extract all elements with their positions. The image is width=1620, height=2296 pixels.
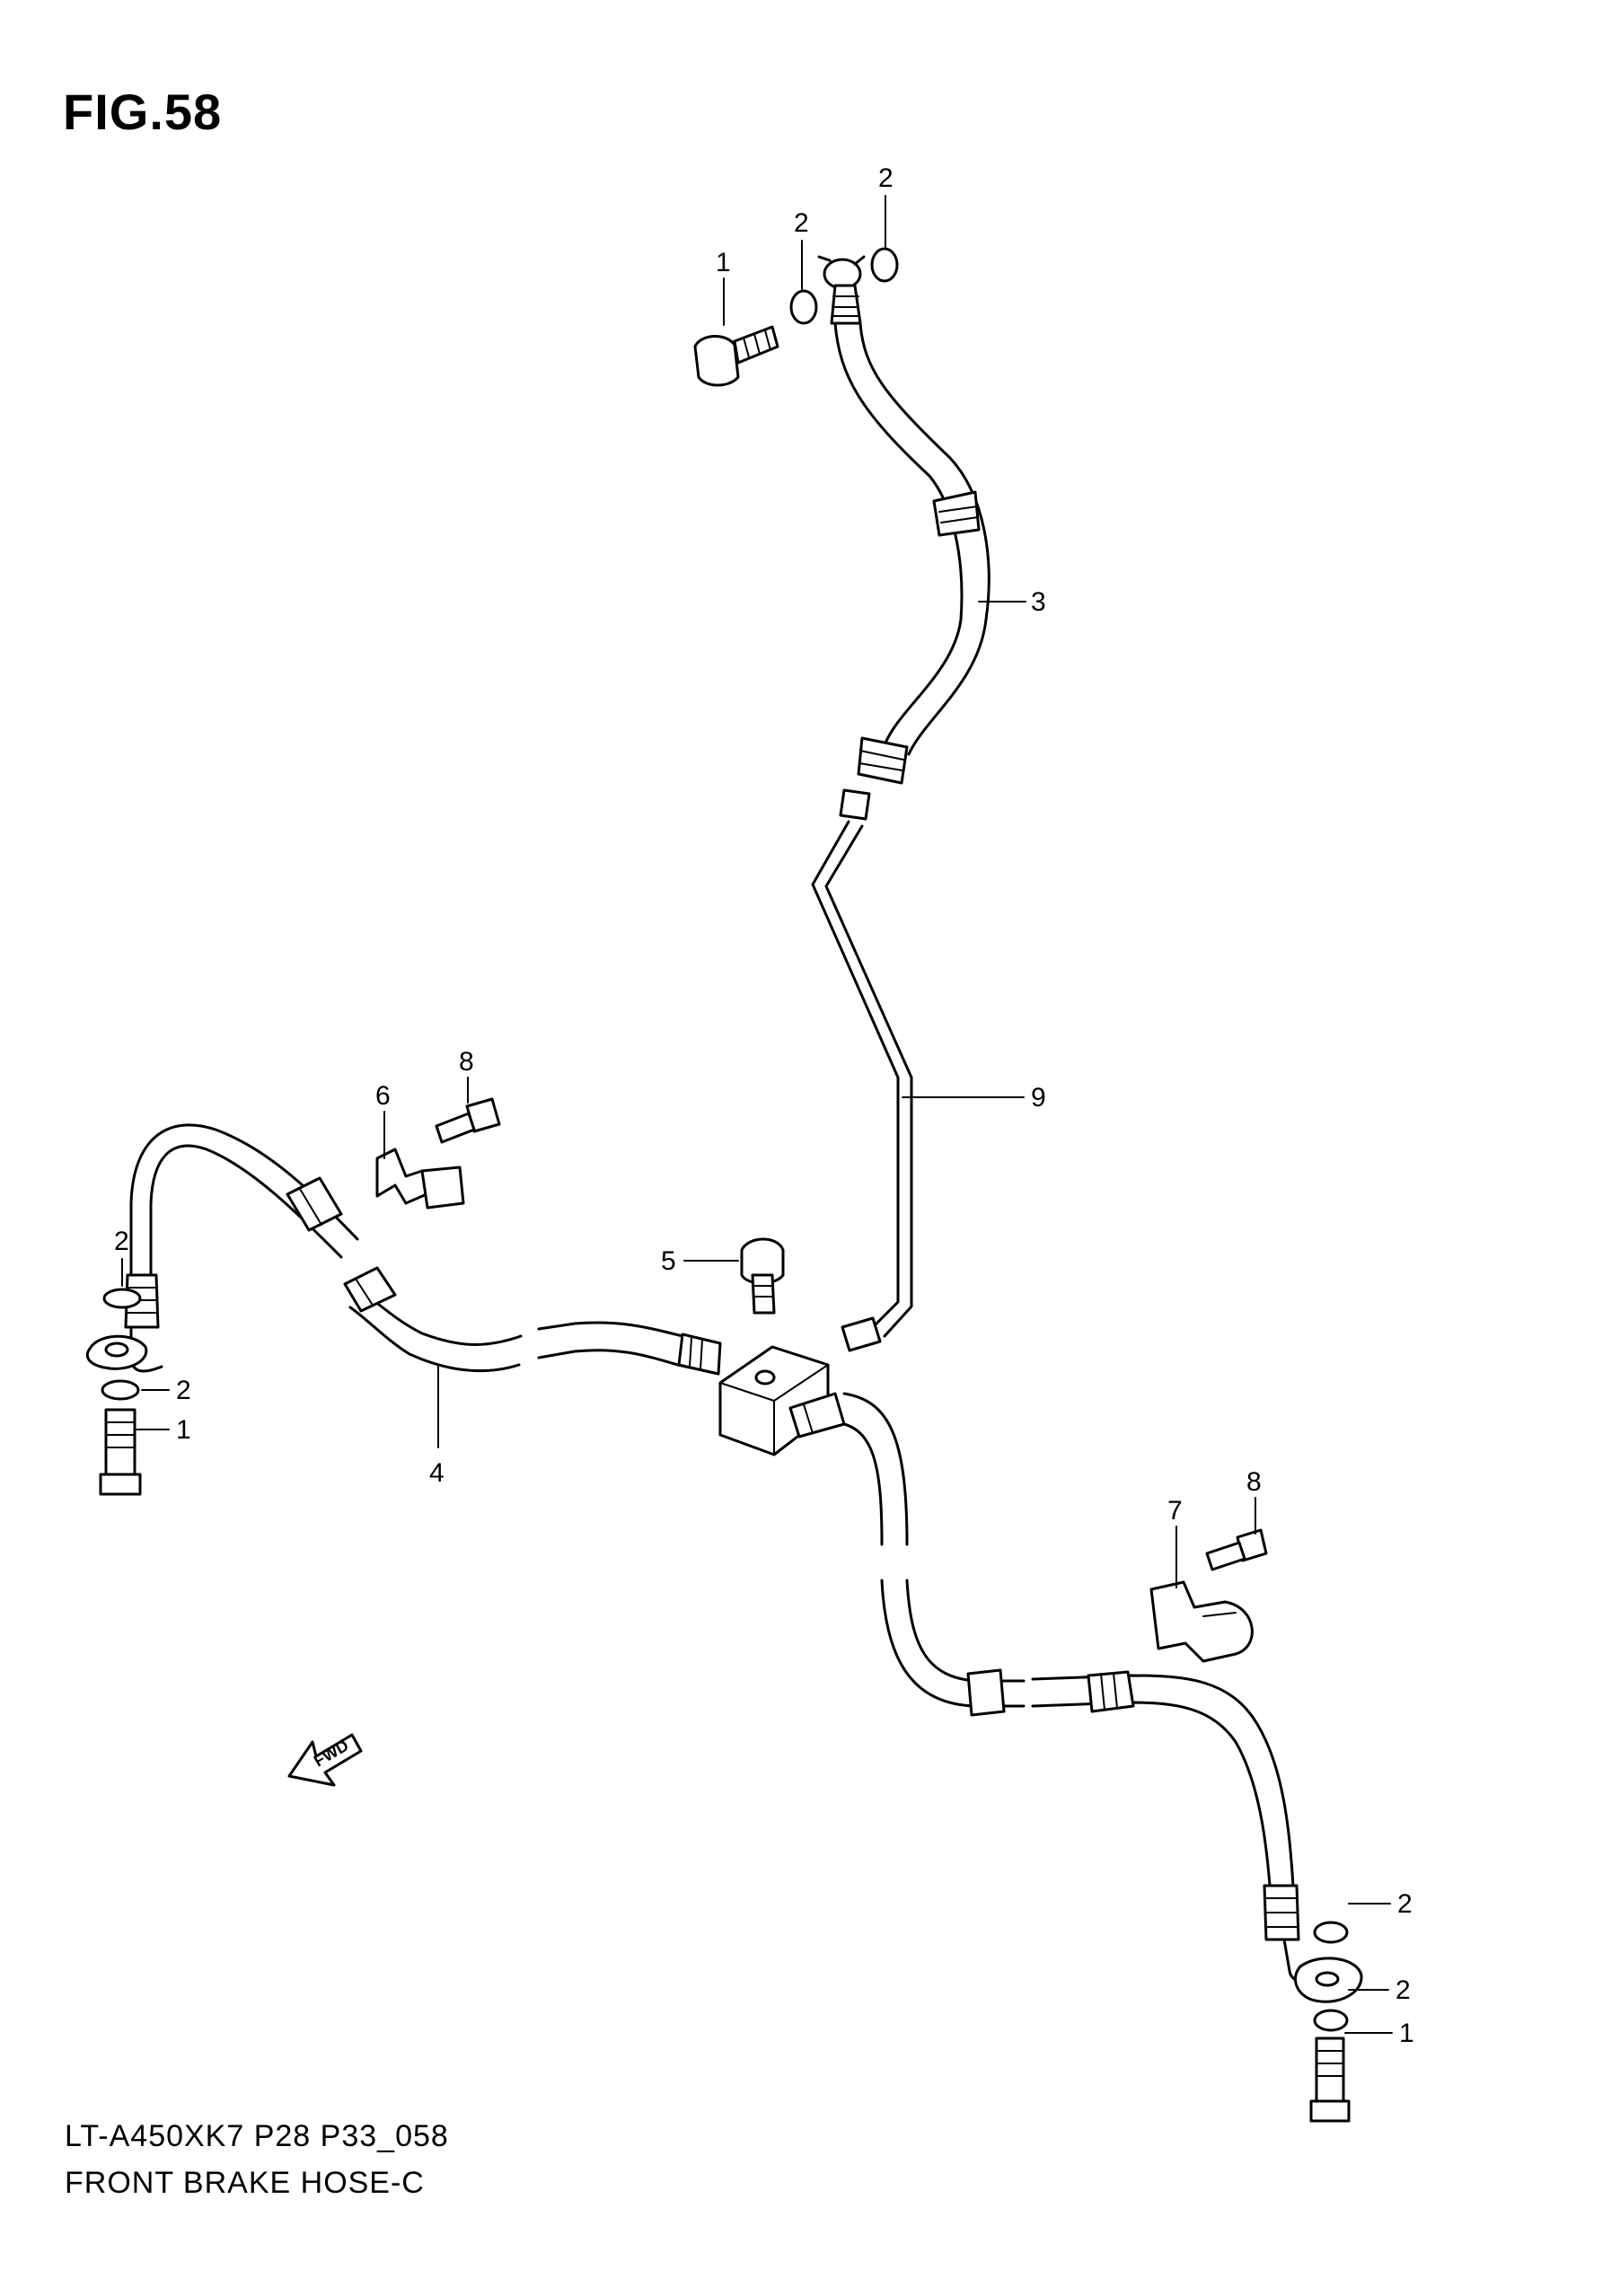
leader-lines — [121, 195, 1393, 2034]
washer-top-left — [789, 289, 818, 325]
callout-7: 7 — [1167, 1496, 1183, 1526]
callout-1-top: 1 — [716, 248, 731, 277]
callout-2-left-lower: 2 — [176, 1376, 191, 1405]
callout-9: 9 — [1031, 1083, 1046, 1113]
union-bolt-left — [99, 1408, 142, 1496]
callout-2-top-left: 2 — [794, 208, 809, 238]
callout-1-right: 1 — [1399, 2019, 1414, 2048]
washer-top-right — [870, 247, 899, 283]
bolt-left — [435, 1097, 501, 1144]
bolt-right — [1205, 1528, 1268, 1571]
callout-2-right-upper: 2 — [1397, 1889, 1413, 1919]
model-code: LT-A450XK7 P28 P33_058 — [65, 2119, 449, 2153]
washer-right-lower — [1313, 2009, 1349, 2032]
part-name: FRONT BRAKE HOSE-C — [65, 2166, 425, 2200]
washer-left-upper — [102, 1288, 142, 1309]
washer-left-lower — [101, 1379, 140, 1401]
callout-4: 4 — [429, 1458, 445, 1488]
callout-8-right: 8 — [1246, 1467, 1262, 1497]
washer-right-upper — [1313, 1921, 1349, 1944]
callout-3: 3 — [1031, 587, 1046, 617]
figure-title: FIG.58 — [63, 84, 223, 140]
brake-pipe — [811, 820, 913, 1352]
bracket-left — [375, 1148, 465, 1210]
union-bolt-right — [1309, 2036, 1351, 2123]
brake-hose-left — [85, 1123, 722, 1376]
fwd-arrow-icon: FWD — [287, 1733, 363, 1787]
bracket-right — [1149, 1580, 1254, 1663]
callout-2-top-right: 2 — [878, 163, 894, 193]
brake-hose-right — [788, 1392, 1363, 2003]
junction-bolt — [740, 1237, 785, 1315]
callout-8-left: 8 — [459, 1047, 474, 1077]
callout-6: 6 — [375, 1081, 391, 1111]
callout-1-left: 1 — [176, 1415, 191, 1445]
callout-5: 5 — [661, 1246, 676, 1276]
callout-2-right-lower: 2 — [1395, 1975, 1411, 2005]
callout-labels: 1 2 2 3 9 6 8 5 2 2 1 4 8 7 2 2 1 — [114, 163, 1414, 2048]
callout-2-left-upper: 2 — [114, 1227, 129, 1256]
union-bolt-top — [693, 325, 779, 387]
brake-hose-upper — [817, 255, 990, 821]
